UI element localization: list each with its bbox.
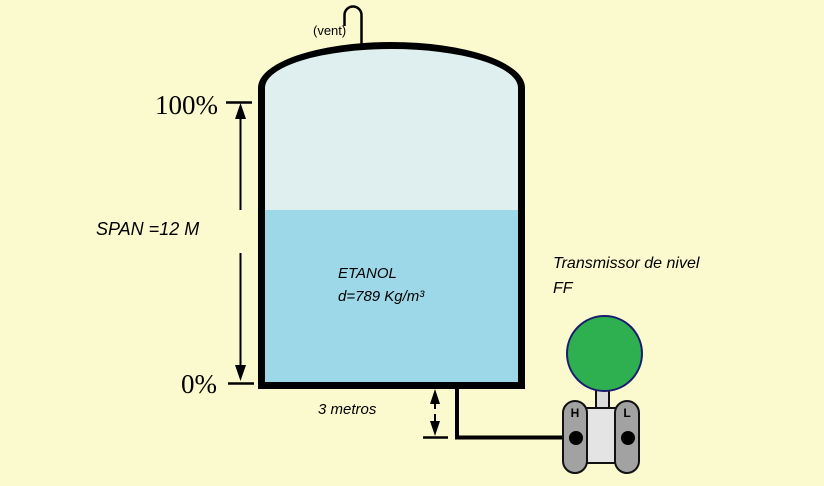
height-dimension-arrow [423,389,448,439]
port-high-connection-dot [569,431,583,445]
tank-contents-label: ETANOL d=789 Kg/m³ [338,262,424,308]
transmitter-label-line2: FF [553,280,573,297]
tank-contents-name: ETANOL [338,265,397,282]
distance-label: 3 metros [318,401,377,418]
port-low-label: L [623,406,631,420]
level-100-label: 100% [155,90,218,120]
vent-pipe [343,5,363,48]
transmitter-display-head [566,315,643,392]
storage-tank [258,42,525,389]
span-label: SPAN =12 M [96,219,200,239]
span-dimension-arrow [226,101,254,385]
vent-label: (vent) [313,23,347,38]
level-0-label: 0% [181,369,217,399]
ethanol-liquid-fill [265,210,518,382]
transmitter-label-line1: Transmissor de nivel [553,255,700,272]
impulse-line-pipe [455,386,576,440]
port-high-label: H [570,406,580,420]
tank-contents-density: d=789 Kg/m³ [338,288,425,305]
port-low-connection-dot [621,431,635,445]
transmitter-label: Transmissor de nivel FF [553,251,699,301]
transmitter-body [584,407,618,464]
